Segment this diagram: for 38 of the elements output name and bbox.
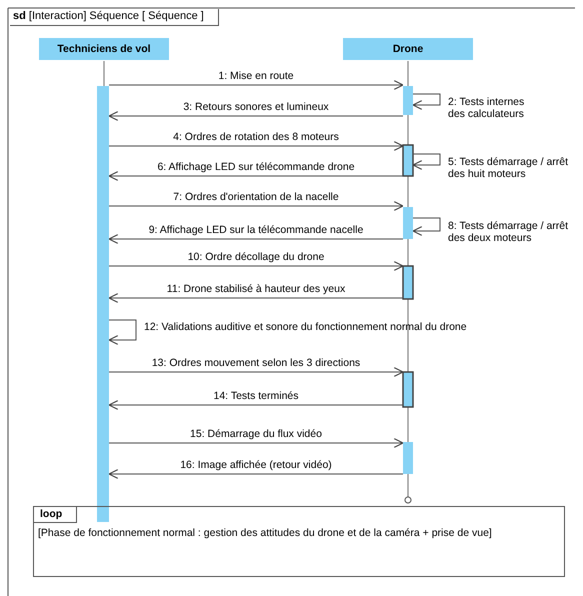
message-label: 3: Retours sonores et lumineux [183, 101, 329, 113]
loop-fragment [33, 506, 565, 577]
lifeline-header: Drone [343, 38, 473, 60]
fragment-tag: loop [34, 507, 78, 523]
message-label: 11: Drone stabilisé à hauteur des yeux [166, 283, 346, 295]
frame-title: sd [Interaction] Séquence [ Séquence ] [10, 9, 219, 26]
message-label: 10: Ordre décollage du drone [188, 251, 324, 263]
message-label: 7: Ordres d'orientation de la nacelle [173, 191, 339, 203]
message-label: 5: Tests démarrage / arrêt des huit moteurs [448, 156, 570, 180]
message-arrow [108, 170, 404, 182]
self-message-arrow [108, 320, 136, 346]
message-label: 9: Affichage LED sur la télécommande nacelle [148, 224, 364, 236]
message-label: 2: Tests internes des calculateurs [448, 96, 526, 120]
message-label: 14: Tests terminés [214, 390, 298, 402]
message-label: 16: Image affichée (retour vidéo) [180, 459, 332, 471]
lifeline-header: Techniciens de vol [39, 38, 169, 60]
message-arrow [108, 260, 404, 272]
message-label: 12: Validations auditive et sonore du fonctionnement normal du drone [144, 321, 467, 333]
self-message-arrow [412, 94, 440, 110]
message-arrow [108, 200, 404, 212]
message-arrow [108, 366, 404, 378]
message-arrow [108, 140, 404, 152]
message-label: 13: Ordres mouvement selon les 3 directions [152, 357, 360, 369]
self-message-arrow [412, 154, 440, 170]
message-arrow [108, 80, 404, 90]
message-label: 6: Affichage LED sur télécommande drone [157, 161, 355, 173]
message-label: 15: Démarrage du flux vidéo [190, 428, 322, 440]
message-arrow [108, 110, 404, 122]
self-message-arrow [412, 218, 440, 236]
message-arrow [108, 438, 404, 448]
message-arrow [108, 400, 404, 410]
guard-condition: [Phase de fonctionnement normal : gestion des attitudes du drone et de la caméra + prise de vue] [38, 527, 492, 539]
message-label: 8: Tests démarrage / arrêt des deux moteurs [448, 220, 570, 244]
message-arrow [108, 234, 404, 244]
message-label: 4: Ordres de rotation des 8 moteurs [173, 131, 339, 143]
message-label: 1: Mise en route [218, 70, 294, 82]
message-arrow [108, 292, 404, 304]
message-arrow [108, 468, 404, 480]
